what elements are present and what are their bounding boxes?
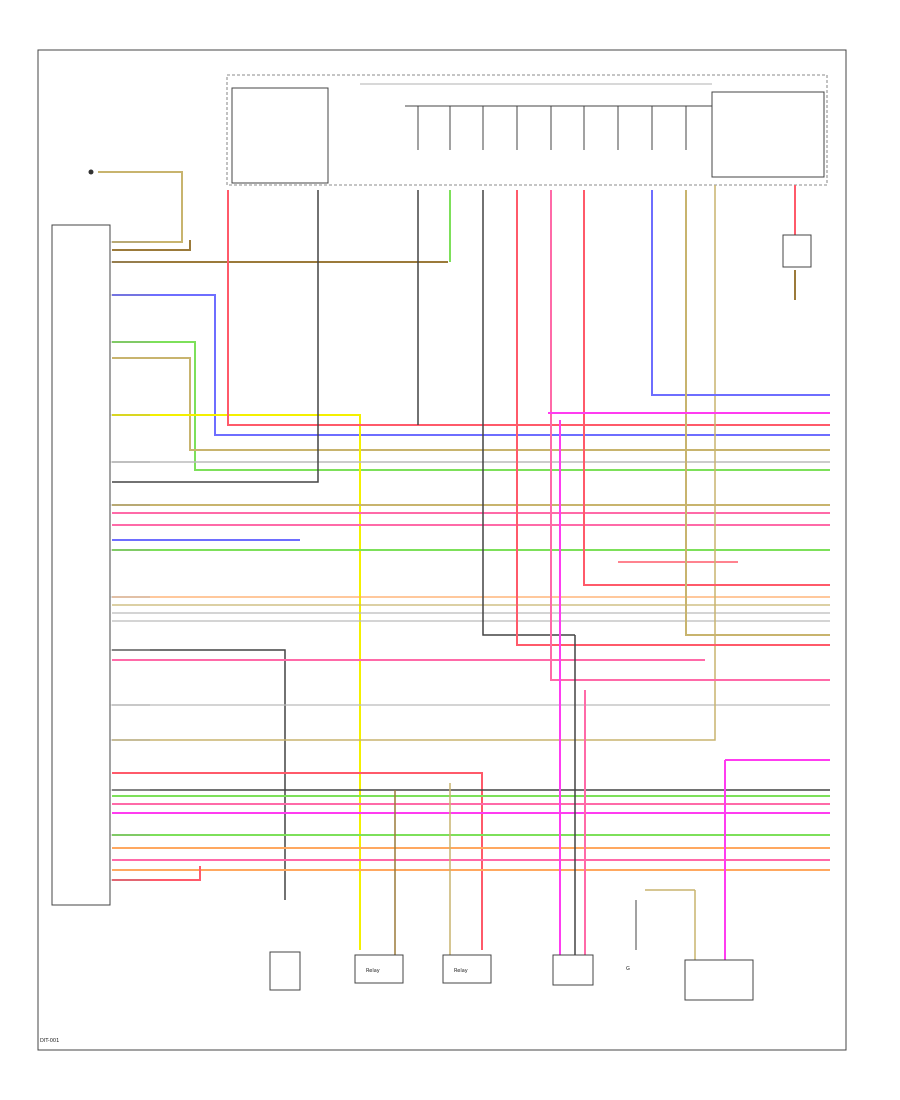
relay-1 (354, 954, 404, 984)
fuse-drops (394, 185, 830, 960)
relay-1-tag: Relay (366, 968, 380, 974)
switch-module (782, 234, 812, 268)
fuses (417, 106, 687, 150)
harness-wires (112, 185, 830, 950)
relay-box-left (231, 87, 329, 184)
power-feed-terminal (88, 169, 94, 175)
sensor-2 (552, 954, 594, 986)
relay-2 (442, 954, 492, 984)
sensor-3 (684, 959, 754, 1001)
diagram-id: DIT-001 (40, 1038, 59, 1044)
relay-box-right (711, 91, 825, 178)
sensor-1 (269, 951, 301, 991)
ground-label: G (626, 966, 630, 972)
fuse-box (226, 74, 828, 186)
power-feed-wire (98, 171, 191, 251)
ecm-connector (51, 224, 111, 906)
diagram-border (37, 49, 847, 1051)
relay-2-tag: Relay (454, 968, 468, 974)
ecm-pins (110, 241, 150, 881)
